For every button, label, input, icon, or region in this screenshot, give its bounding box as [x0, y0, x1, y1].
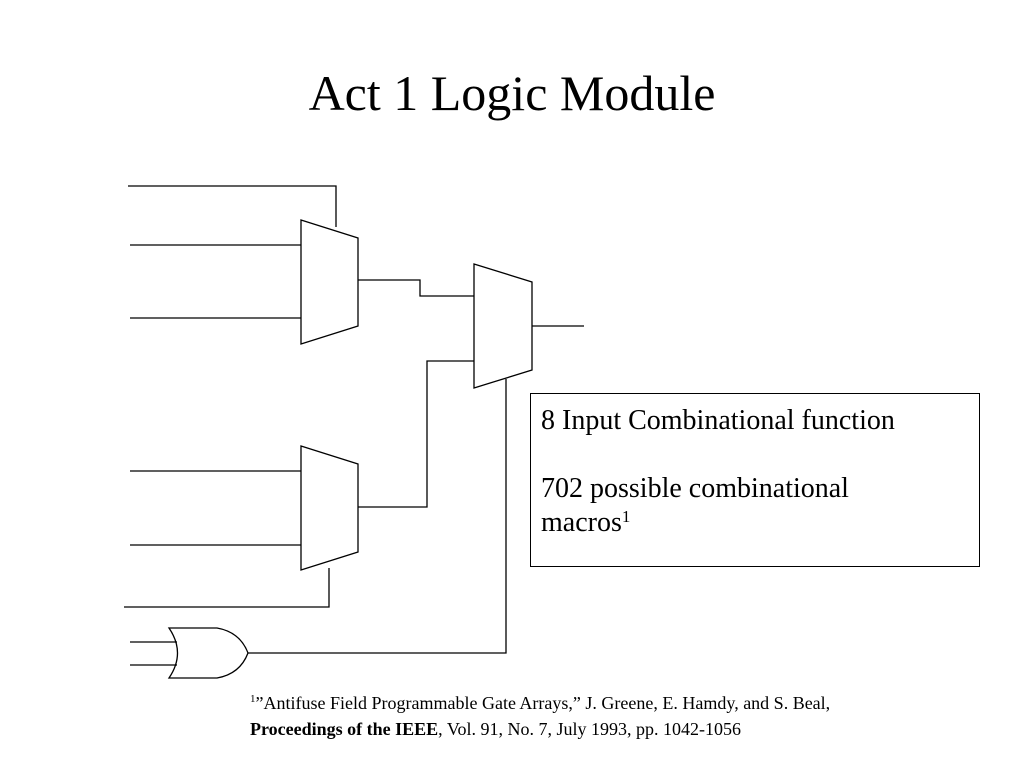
- wire-upper-out: [358, 279, 474, 297]
- info-line-2: 702 possible combinational: [541, 473, 849, 504]
- wire-lower-out: [358, 360, 474, 508]
- footnote-marker: 1: [250, 693, 256, 705]
- mux-upper: [300, 219, 359, 345]
- footnote-citation: ”Antifuse Field Programmable Gate Arrays…: [255, 693, 831, 713]
- mux-lower: [300, 445, 359, 571]
- slide-title: Act 1 Logic Module: [308, 65, 716, 121]
- wire-lower-select: [124, 568, 330, 608]
- info-line-3-text: macros: [541, 507, 622, 538]
- footnote-details: , Vol. 91, No. 7, July 1993, pp. 1042-10…: [438, 719, 742, 739]
- wire-upper-select: [128, 185, 337, 227]
- footnote-journal: Proceedings of the IEEE: [250, 719, 439, 739]
- footnote-ref: 1: [621, 507, 631, 526]
- footnote: 1”Antifuse Field Programmable Gate Array…: [250, 690, 830, 742]
- info-line-3: macros1: [541, 506, 969, 540]
- or-gate: [167, 627, 249, 679]
- info-box: 8 Input Combinational function 702 possi…: [530, 393, 980, 567]
- wire-or-out: [248, 379, 507, 654]
- footnote-line-1: 1”Antifuse Field Programmable Gate Array…: [250, 690, 830, 716]
- mux-output: [473, 263, 533, 389]
- info-line-1: 8 Input Combinational function: [541, 405, 895, 436]
- footnote-line-2: Proceedings of the IEEE, Vol. 91, No. 7,…: [250, 716, 830, 742]
